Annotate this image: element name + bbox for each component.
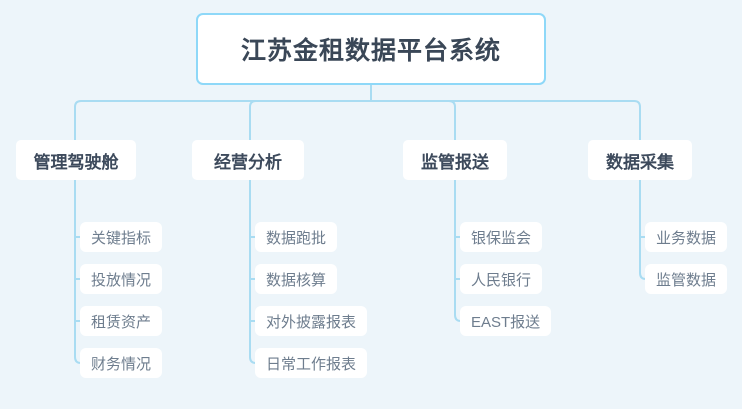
root-node-label: 江苏金租数据平台系统 xyxy=(240,37,501,65)
branch-node-label: 管理驾驶舱 xyxy=(33,152,119,172)
leaf-node-3-1[interactable]: 银保监会 xyxy=(460,222,543,252)
leaf-node-label: 对外披露报表 xyxy=(266,313,357,331)
leaf-node-4-2[interactable]: 监管数据 xyxy=(645,264,728,294)
leaf-node-1-3[interactable]: 租赁资产 xyxy=(80,306,163,336)
leaf-node-2-3[interactable]: 对外披露报表 xyxy=(255,306,368,336)
leaf-node-2-4[interactable]: 日常工作报表 xyxy=(255,348,368,378)
branch-node-1[interactable]: 管理驾驶舱 xyxy=(16,140,136,180)
leaf-node-label: 租赁资产 xyxy=(91,313,152,331)
branch-drop-line-2 xyxy=(249,100,257,140)
branch-node-4[interactable]: 数据采集 xyxy=(588,140,692,180)
leaf-node-label: 人民银行 xyxy=(471,271,532,289)
leaf-node-label: EAST报送 xyxy=(471,313,541,331)
leaf-node-label: 数据跑批 xyxy=(266,229,327,247)
leaf-node-2-2[interactable]: 数据核算 xyxy=(255,264,338,294)
leaf-node-1-4[interactable]: 财务情况 xyxy=(80,348,163,378)
leaf-node-label: 投放情况 xyxy=(91,271,152,289)
branch-node-2[interactable]: 经营分析 xyxy=(192,140,304,180)
branch-node-label: 监管报送 xyxy=(421,152,489,172)
branch-drop-line-4 xyxy=(633,100,641,140)
root-node[interactable]: 江苏金租数据平台系统 xyxy=(196,13,546,85)
leaf-node-label: 财务情况 xyxy=(91,355,152,373)
leaf-node-4-1[interactable]: 业务数据 xyxy=(645,222,728,252)
leaf-node-label: 银保监会 xyxy=(471,229,532,247)
branch-node-3[interactable]: 监管报送 xyxy=(403,140,507,180)
leaf-node-label: 关键指标 xyxy=(91,229,152,247)
leaf-node-label: 数据核算 xyxy=(266,271,327,289)
leaf-node-label: 监管数据 xyxy=(656,271,717,289)
leaf-node-3-2[interactable]: 人民银行 xyxy=(460,264,543,294)
leaf-node-label: 业务数据 xyxy=(656,229,717,247)
branch-drop-line-1 xyxy=(74,100,82,140)
leaf-node-1-2[interactable]: 投放情况 xyxy=(80,264,163,294)
branch-node-label: 经营分析 xyxy=(214,152,282,172)
leaf-node-1-1[interactable]: 关键指标 xyxy=(80,222,163,252)
branch-node-label: 数据采集 xyxy=(606,152,674,172)
leaf-node-2-1[interactable]: 数据跑批 xyxy=(255,222,338,252)
leaf-node-label: 日常工作报表 xyxy=(266,355,357,373)
branch-drop-line-3 xyxy=(448,100,456,140)
leaf-node-3-3[interactable]: EAST报送 xyxy=(460,306,552,336)
